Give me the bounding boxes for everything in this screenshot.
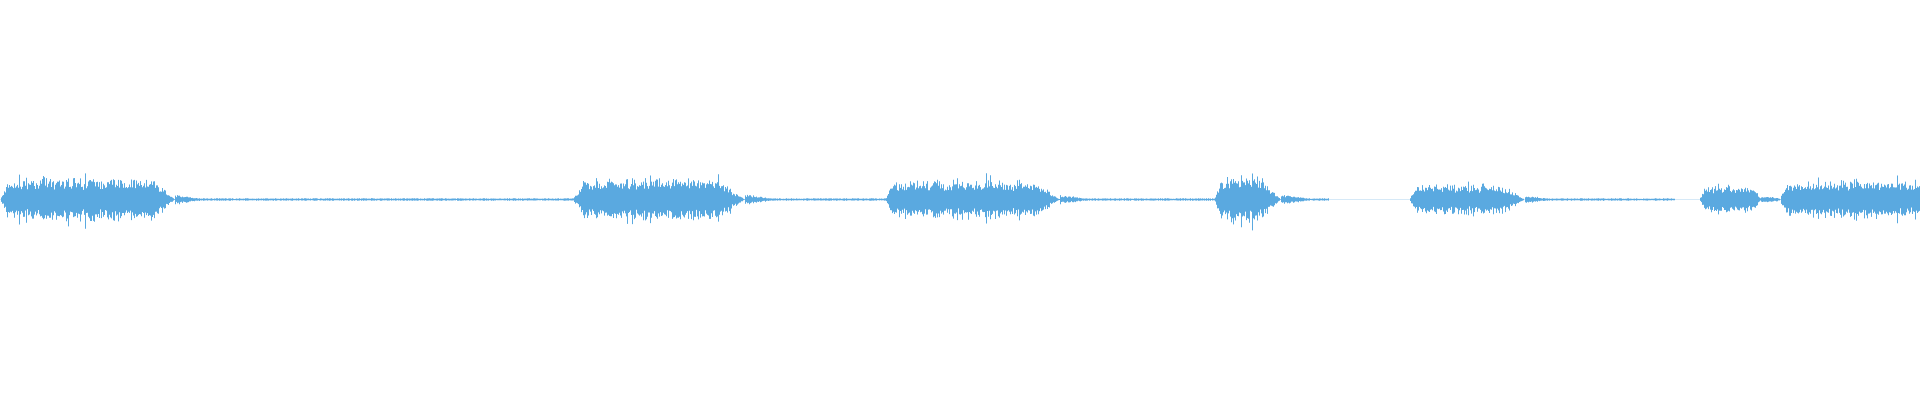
waveform-bars	[1, 173, 1920, 231]
